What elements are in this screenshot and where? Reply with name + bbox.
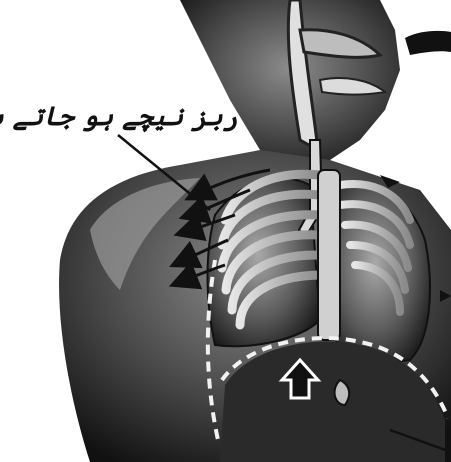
top-right-mark [405, 31, 451, 55]
ribs-move-down-label: ربز نیچے ہو جاتے ہیں [8, 102, 238, 132]
sternum [318, 170, 340, 340]
